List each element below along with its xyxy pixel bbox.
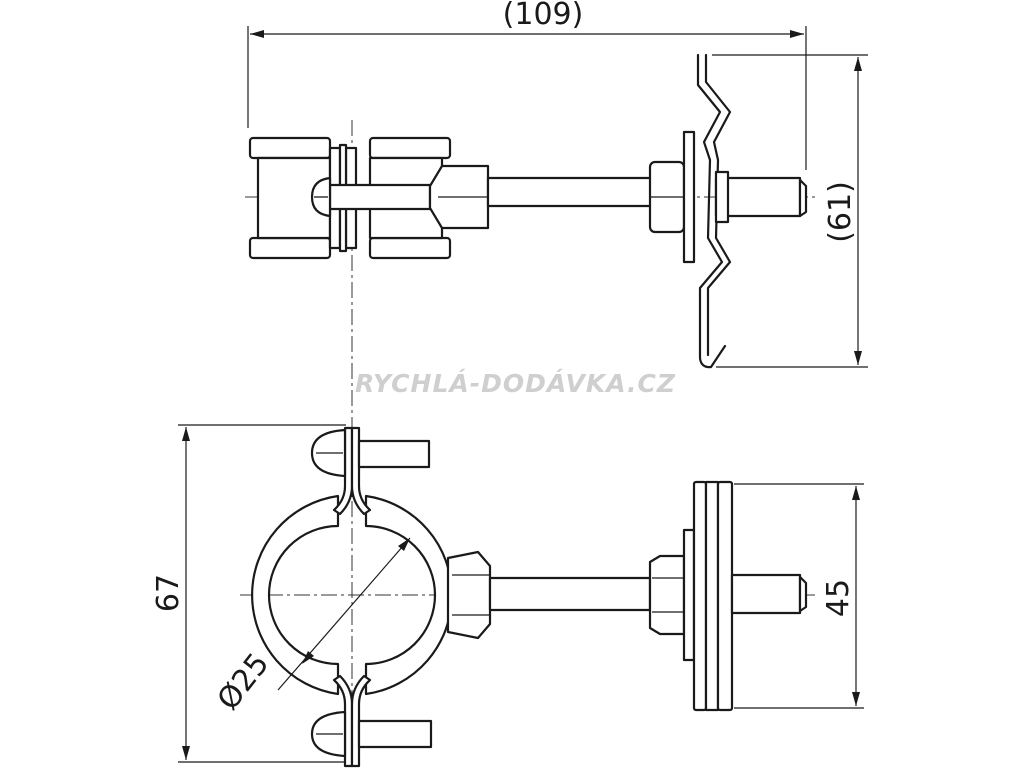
- dimension-pipe-diameter-label: Ø25: [211, 647, 277, 717]
- watermark: RYCHLÁ-DODÁVKA.CZ: [355, 369, 676, 398]
- top-nut: [648, 160, 686, 234]
- clamp-strap: [332, 426, 372, 768]
- dimension-clamp-height-label: 67: [151, 574, 186, 612]
- bottom-view: Ø25 67 45: [151, 420, 864, 768]
- top-screw: [310, 176, 432, 218]
- bottom-rod: [488, 576, 652, 612]
- bottom-hex-coupling: [446, 550, 492, 640]
- bottom-washer-plates: [682, 480, 734, 712]
- dimension-bracket-height-label: (61): [823, 181, 858, 243]
- bottom-nut: [648, 554, 686, 636]
- dimension-overall-length-label: (109): [503, 0, 584, 32]
- bottom-lower-screw: [310, 710, 433, 758]
- top-hex-coupling: [428, 164, 490, 230]
- bottom-rod-end: [730, 573, 808, 615]
- pipe-clamp-ring: [251, 494, 453, 696]
- bottom-upper-screw: [310, 428, 431, 478]
- top-bent-bracket: [696, 53, 727, 369]
- top-view: (109) (61): [245, 0, 868, 420]
- top-rod-end: [714, 170, 808, 224]
- dimension-plate-height-label: 45: [821, 579, 856, 617]
- dimension-bracket-height: (61): [712, 54, 868, 368]
- top-rod: [486, 176, 654, 208]
- top-washer: [682, 130, 696, 264]
- dimension-plate-height: 45: [734, 483, 864, 709]
- dimension-overall-length: (109): [247, 0, 807, 170]
- dimension-clamp-height: 67: [151, 424, 346, 763]
